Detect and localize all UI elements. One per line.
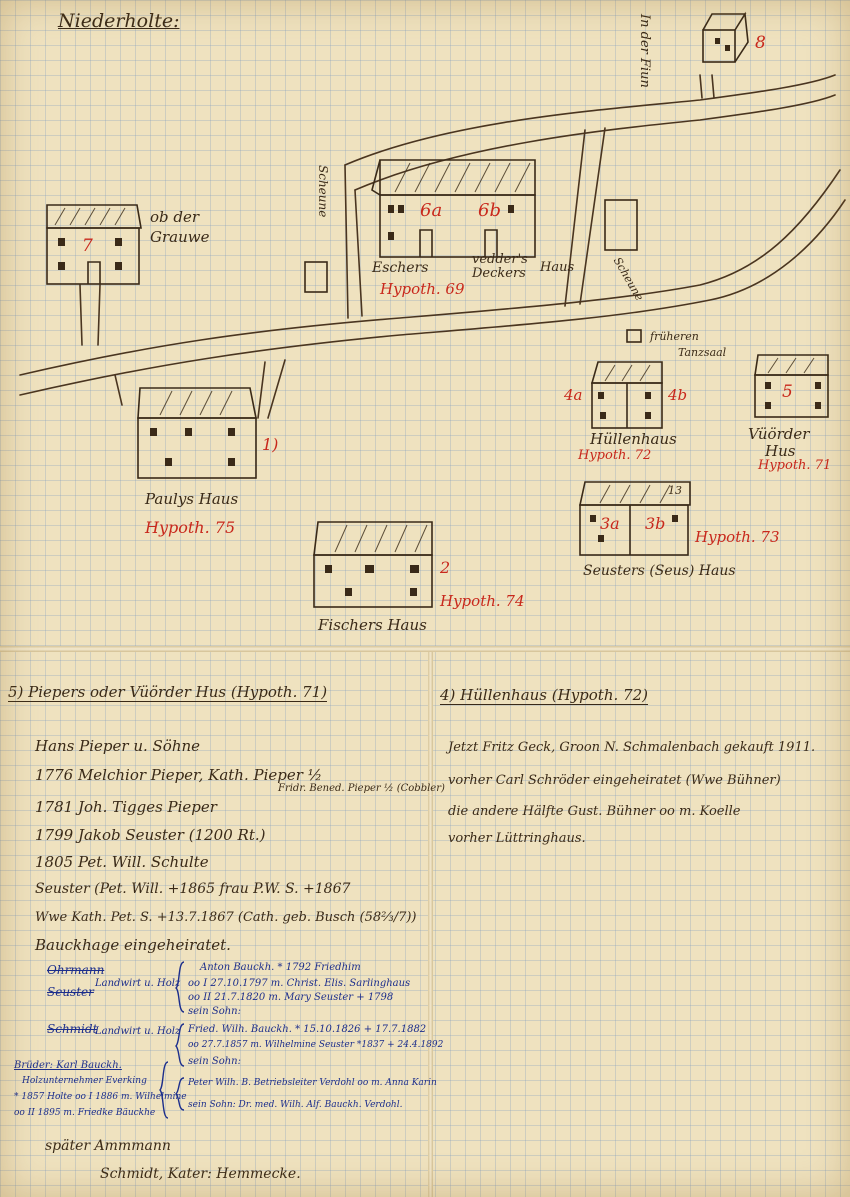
left-line-3: 1781 Joh. Tigges Pieper (35, 798, 217, 816)
left-line-6: Seuster (Pet. Will. +1865 frau P.W. S. +… (35, 881, 351, 897)
label-tanzsaal: Tanzsaal (678, 346, 727, 359)
label-vuorder: Vüörder (748, 425, 810, 443)
label-vedders: vedder's (472, 252, 528, 267)
label-num-6a: 6a (420, 200, 443, 221)
right-line-1: Jetzt Fritz Geck, Groon N. Schmalenbach … (448, 740, 816, 755)
label-num-4a: 4a (564, 386, 583, 404)
label-num-8: 8 (755, 33, 766, 53)
label-hypoth-73: Hypoth. 73 (695, 528, 780, 546)
blue-block-4: sein Sohn: (188, 1006, 241, 1017)
blue-left-6: oo II 1895 m. Friedke Bäuckhe (14, 1108, 156, 1118)
house-1 (137, 417, 257, 479)
right-line-3: die andere Hälfte Gust. Bühner oo m. Koe… (448, 804, 741, 819)
left-line-2: 1776 Melchior Pieper, Kath. Pieper ½ (35, 766, 323, 784)
label-hypoth-75: Hypoth. 75 (145, 518, 236, 537)
label-num-5: 5 (782, 382, 793, 402)
house-2-roof (313, 521, 433, 556)
label-hypoth-69: Hypoth. 69 (380, 280, 465, 298)
blue-block-5: Fried. Wilh. Bauckh. * 15.10.1826 + 17.7… (188, 1024, 427, 1035)
left-page-heading: 5) Piepers oder Vüörder Hus (Hypoth. 71) (8, 683, 328, 702)
crossed-name-2: Seuster (47, 985, 94, 999)
house-8 (702, 29, 736, 63)
left-line-5: 1805 Pet. Will. Schulte (35, 853, 209, 871)
label-num-6b: 6b (478, 200, 501, 221)
left-line-7: Wwe Kath. Pet. S. +13.7.1867 (Cath. geb.… (35, 910, 417, 925)
scheune-right (604, 199, 638, 251)
house-5 (754, 374, 829, 418)
village-map-sketch (19, 11, 846, 608)
scheune-left (304, 261, 328, 293)
blue-left-1: Landwirt u. Holz (95, 978, 181, 989)
house-6-roof (379, 159, 536, 196)
vertical-fold (428, 652, 433, 1197)
right-line-2: vorher Carl Schröder eingeheiratet (Wwe … (448, 773, 781, 788)
blue-block-2: oo I 27.10.1797 m. Christ. Elis. Sarling… (188, 978, 411, 989)
left-line-4: 1799 Jakob Seuster (1200 Rt.) (35, 826, 266, 844)
label-num-1: 1) (262, 435, 279, 454)
house-7 (46, 227, 140, 285)
label-hypoth-72: Hypoth. 72 (578, 448, 652, 463)
left-line-1: Hans Pieper u. Söhne (35, 737, 201, 755)
label-frueheren: früheren (650, 330, 699, 343)
blue-left-3: Brüder: Karl Bauckh. (14, 1060, 122, 1071)
road-upper-a (344, 74, 836, 166)
left-note-right: Fridr. Bened. Pieper ½ (Cobbler) (278, 783, 445, 794)
label-paulys-haus: Paulys Haus (145, 490, 239, 508)
crossed-name-3: Schmidt (47, 1022, 98, 1036)
left-line-8: Bauckhage eingeheiratet. (35, 936, 231, 954)
label-num-3a: 3a (600, 514, 620, 533)
label-num-2: 2 (440, 558, 451, 577)
road-upper-b (354, 94, 836, 191)
label-eschers: Eschers (372, 260, 429, 276)
blue-left-2: Landwirt u. Holz (95, 1026, 181, 1037)
lane-mid-b (579, 127, 606, 305)
blue-block-6: oo 27.7.1857 m. Wilhelmine Seuster *1837… (188, 1040, 444, 1050)
label-num-4b: 4b (668, 386, 688, 404)
blue-left-5: * 1857 Holte oo I 1886 m. Wilhelmine (14, 1092, 187, 1102)
lane-mid-a (564, 129, 586, 307)
label-fischers-haus: Fischers Haus (318, 616, 427, 634)
label-hypoth-74: Hypoth. 74 (440, 592, 525, 610)
right-line-4: vorher Lüttringhaus. (448, 831, 586, 846)
label-haus-6: Haus (540, 260, 575, 275)
label-in-der-fiun: In der Fiun (637, 14, 652, 88)
blue-block-3: oo II 21.7.1820 m. Mary Seuster + 1798 (188, 992, 394, 1003)
left-bottom-2: Schmidt, Kater: Hemmecke. (100, 1166, 301, 1182)
label-ob-der: ob der (150, 208, 200, 226)
house-1-roof (137, 387, 257, 419)
blue-block-1: Anton Bauckh. * 1792 Friedhim (200, 962, 361, 973)
house-2 (313, 554, 433, 608)
blue-left-4: Holzunternehmer Everking (22, 1076, 147, 1086)
label-grauwe: Grauwe (150, 228, 210, 246)
label-seusters: Seusters (Seus) Haus (583, 563, 736, 579)
road-main-upper (19, 169, 841, 376)
right-page-heading: 4) Hüllenhaus (Hypoth. 72) (440, 686, 648, 705)
house-6 (379, 194, 536, 258)
house-3-roof (579, 481, 691, 506)
label-num-13: 13 (668, 484, 682, 497)
label-deckers: Deckers (472, 266, 526, 281)
lane-left-b (354, 189, 363, 317)
label-num-7: 7 (82, 236, 93, 256)
horizontal-fold (0, 646, 850, 652)
house-7-roof (46, 204, 142, 229)
lane-left-a (344, 164, 349, 319)
blue-block-8: Peter Wilh. B. Betriebsleiter Verdohl oo… (188, 1078, 437, 1088)
left-bottom-1: später Ammmann (45, 1138, 171, 1154)
label-hypoth-71: Hypoth. 71 (758, 458, 832, 473)
label-hus: Hus (765, 442, 796, 460)
label-num-3b: 3b (645, 514, 666, 533)
road-main-lower (19, 199, 846, 396)
label-scheune-left: Scheune (316, 165, 330, 218)
blue-block-7: sein Sohn: (188, 1056, 241, 1067)
house-3 (579, 504, 689, 556)
label-huellenhaus: Hüllenhaus (590, 430, 677, 448)
crossed-name-1: Ohrmann (47, 963, 105, 977)
blue-block-9: sein Sohn: Dr. med. Wilh. Alf. Bauckh. V… (188, 1100, 403, 1110)
map-title: Niederholte: (58, 10, 180, 32)
